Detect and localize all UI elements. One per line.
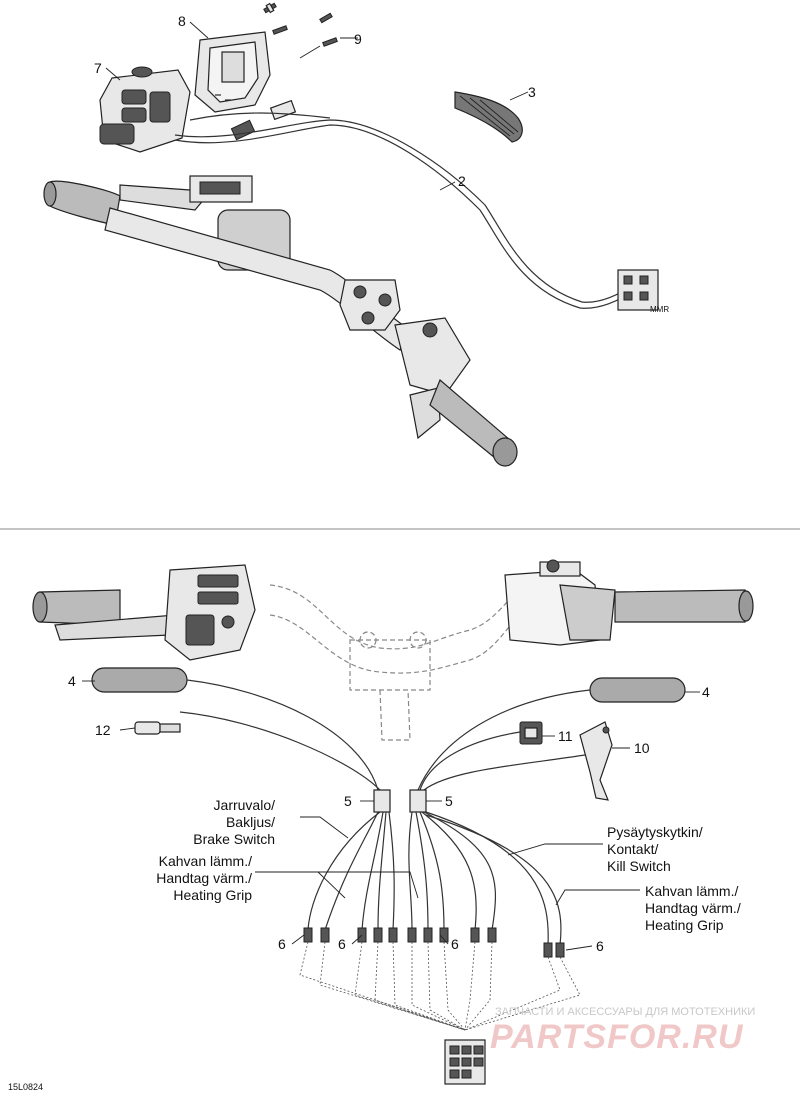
callout-6-a: 6 xyxy=(278,936,286,952)
terminals xyxy=(303,927,565,958)
sensor-12 xyxy=(134,721,181,735)
callout-6-c: 6 xyxy=(451,936,459,952)
note-line: Heating Grip xyxy=(173,887,252,903)
callout-2: 2 xyxy=(458,173,466,189)
note-heating-grip-left: Kahvan lämm./ Handtag värm./ Heating Gri… xyxy=(156,853,252,903)
screws xyxy=(263,2,338,47)
note-line: Handtag värm./ xyxy=(156,870,252,886)
harness-wires xyxy=(179,679,591,946)
top-leaders xyxy=(105,21,529,191)
callout-6-d: 6 xyxy=(596,938,604,954)
callout-4-right: 4 xyxy=(702,684,710,700)
note-line: Bakljus/ xyxy=(226,814,275,830)
callout-7: 7 xyxy=(94,60,102,76)
wiring-harness xyxy=(174,112,659,311)
callout-9: 9 xyxy=(354,31,362,47)
callout-11: 11 xyxy=(558,728,573,744)
note-kill-switch: Pysäytyskytkin/ Kontakt/ Kill Switch xyxy=(607,824,703,874)
callout-12: 12 xyxy=(95,722,111,738)
note-line: Jarruvalo/ xyxy=(214,797,276,813)
main-connector xyxy=(444,1039,486,1085)
note-line: Brake Switch xyxy=(193,831,275,847)
right-grip-assembly xyxy=(394,317,518,467)
note-line: Heating Grip xyxy=(645,917,724,933)
right-grip-bottom xyxy=(504,559,754,646)
callout-4-left: 4 xyxy=(68,673,76,689)
note-line: Pysäytyskytkin/ xyxy=(607,824,703,840)
ghost-handlebar xyxy=(269,584,531,741)
left-grip-bottom xyxy=(32,564,256,661)
kill-switch-part xyxy=(519,721,543,745)
callout-8: 8 xyxy=(178,13,186,29)
bracket-part xyxy=(579,721,613,801)
switch-housing xyxy=(194,31,271,113)
figure-id: 15L0824 xyxy=(8,1082,43,1092)
note-heating-grip-right: Kahvan lämm./ Handtag värm./ Heating Gri… xyxy=(645,883,741,933)
callout-10: 10 xyxy=(634,740,650,756)
bottom-leaders xyxy=(82,680,700,951)
note-line: Kahvan lämm./ xyxy=(159,853,252,869)
callout-3: 3 xyxy=(528,84,536,100)
note-line: Kill Switch xyxy=(607,858,671,874)
heating-elements xyxy=(91,667,686,703)
callout-5-right: 5 xyxy=(445,793,453,809)
dotted-routes xyxy=(299,941,581,1031)
watermark-logo: PARTSFOR.RU xyxy=(490,1018,744,1056)
callout-6-b: 6 xyxy=(338,936,346,952)
small-mark: MMR xyxy=(650,305,669,314)
note-brake-switch: Jarruvalo/ Bakljus/ Brake Switch xyxy=(193,797,275,847)
grip-sleeve xyxy=(454,91,523,143)
callout-5-left: 5 xyxy=(344,793,352,809)
handlebar-top xyxy=(104,207,411,351)
note-line: Kontakt/ xyxy=(607,841,658,857)
note-line: Kahvan lämm./ xyxy=(645,883,738,899)
switch-module xyxy=(99,66,191,153)
note-line: Handtag värm./ xyxy=(645,900,741,916)
watermark-line1: ЗАПЧАСТИ И АКСЕССУАРЫ ДЛЯ МОТОТЕХНИКИ xyxy=(495,1006,755,1018)
